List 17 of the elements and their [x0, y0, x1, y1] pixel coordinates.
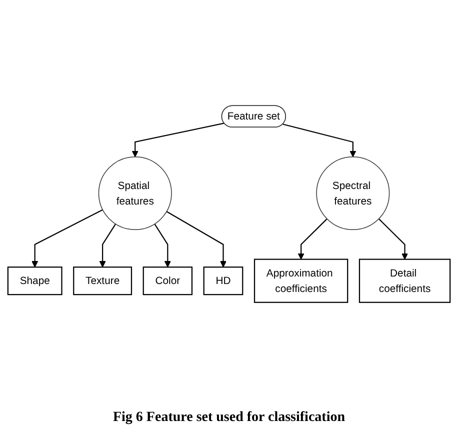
node-box: Approximation coefficients [254, 258, 348, 303]
node-circle: Spectral features [316, 156, 390, 230]
node-box: Texture [73, 266, 132, 296]
arrow [154, 224, 171, 268]
arrow [32, 209, 103, 268]
node-box: Detail coefficients [358, 258, 451, 303]
node-box: HD [203, 266, 244, 296]
arrow [282, 124, 356, 158]
arrow [99, 224, 116, 268]
node-box: Color [142, 266, 193, 296]
arrow [378, 218, 408, 260]
node-box: Shape [7, 266, 62, 296]
figure-caption: Fig 6 Feature set used for classification [112, 410, 345, 426]
arrow [166, 211, 226, 268]
node-circle: Spatial features [98, 156, 172, 230]
arrow [298, 218, 328, 260]
arrow [132, 122, 224, 158]
